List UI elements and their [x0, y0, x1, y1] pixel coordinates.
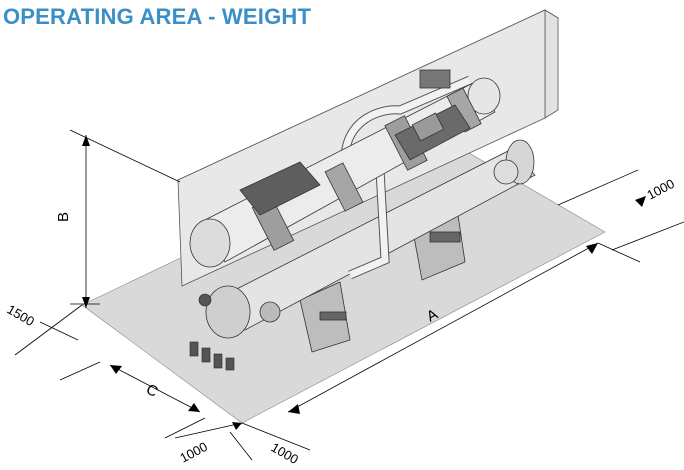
pipework — [340, 75, 472, 280]
connection-nozzles — [189, 293, 235, 371]
dimension-b-label: B — [55, 212, 72, 222]
dimension-front-clearance-left: 1000 — [177, 439, 210, 466]
compressors — [239, 69, 471, 216]
lower-vessel — [205, 139, 536, 339]
page-title: OPERATING AREA - WEIGHT — [3, 4, 312, 29]
dimension-front-clearance-right: 1000 — [269, 440, 302, 467]
dimension-right-clearance: 1000 — [644, 176, 677, 203]
dimension-arrows — [82, 135, 646, 430]
dimension-left-clearance: 1500 — [5, 302, 38, 329]
envelope-box-right — [544, 9, 559, 119]
